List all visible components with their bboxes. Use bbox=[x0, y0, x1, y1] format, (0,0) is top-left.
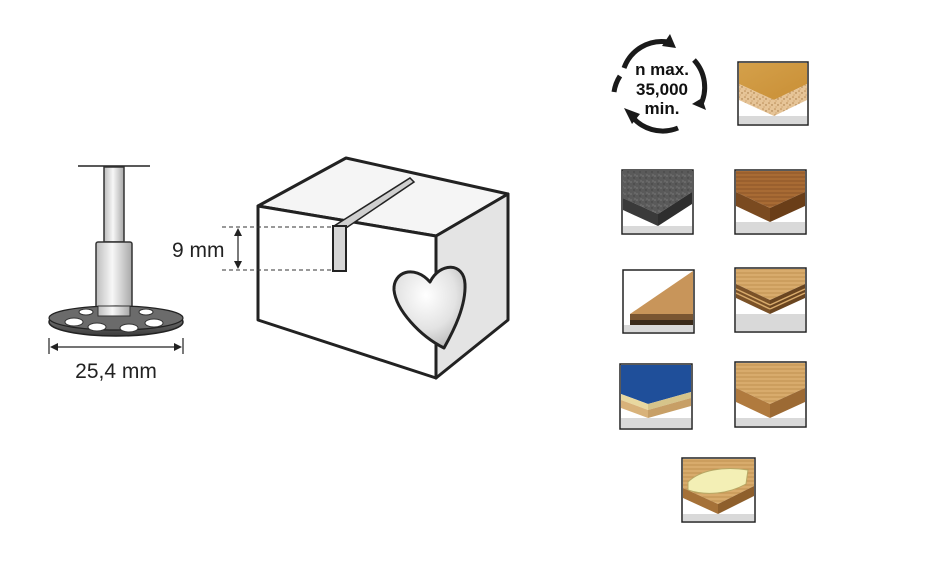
laminate-icon bbox=[622, 269, 695, 334]
veneer-icon bbox=[681, 457, 756, 523]
speed-line-1: n max. bbox=[635, 60, 689, 79]
depth-dimension bbox=[222, 226, 334, 271]
hardwood-icon bbox=[734, 169, 807, 235]
diameter-label: 25,4 mm bbox=[75, 360, 157, 383]
cutting-wheel-tool-icon bbox=[48, 165, 184, 337]
laminated-board-icon bbox=[619, 363, 693, 430]
stone-icon bbox=[621, 169, 694, 235]
softwood-icon bbox=[737, 61, 809, 126]
max-speed-icon bbox=[611, 34, 708, 134]
depth-label: 9 mm bbox=[172, 239, 225, 262]
plywood-icon bbox=[734, 267, 807, 333]
speed-line-2: 35,000 bbox=[636, 80, 688, 99]
cut-block-illustration bbox=[256, 156, 510, 380]
speed-line-3: min. bbox=[645, 99, 680, 118]
diameter-dimension bbox=[48, 338, 184, 354]
solid-wood-icon bbox=[734, 361, 807, 428]
